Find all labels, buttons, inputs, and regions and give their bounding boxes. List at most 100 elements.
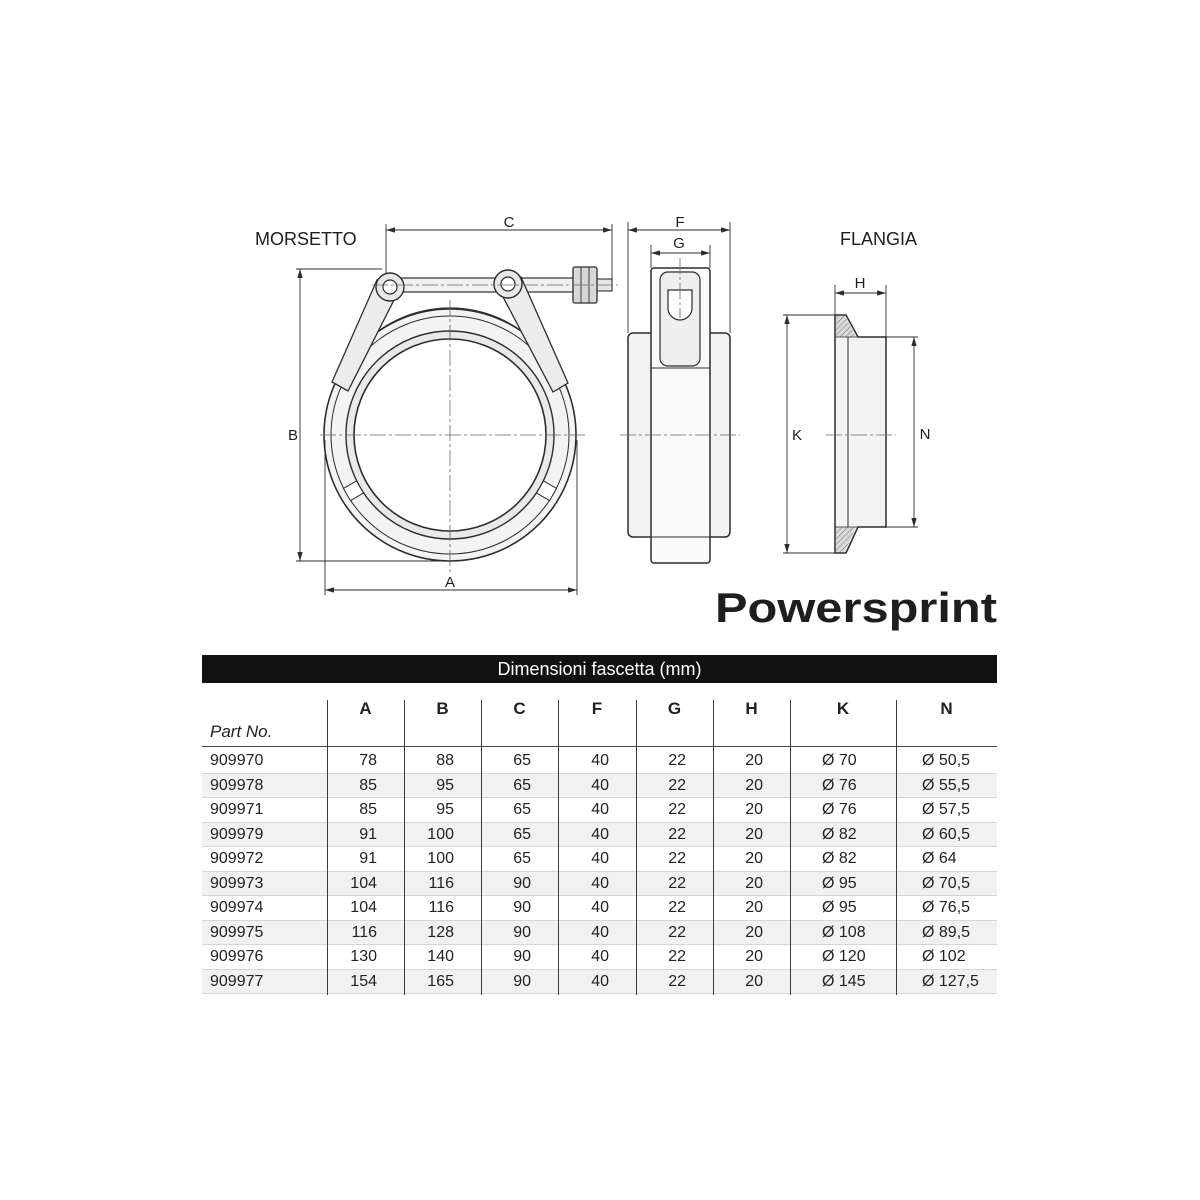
dimension-cell: 128 xyxy=(427,923,454,941)
dimension-cell: 104 xyxy=(350,899,377,916)
dimension-cell: 116 xyxy=(351,923,377,941)
dimension-cell: 104 xyxy=(350,874,377,892)
dimension-cell: Ø 57,5 xyxy=(922,801,971,818)
dimension-cell: Ø 82 xyxy=(822,850,857,867)
table-title: Dimensioni fascetta (mm) xyxy=(202,655,997,683)
dimension-cell: 20 xyxy=(745,850,763,867)
column-header-g: G xyxy=(667,699,682,718)
column-separator xyxy=(558,700,559,995)
column-header-k: K xyxy=(836,699,850,718)
dimension-cell: 22 xyxy=(668,825,686,843)
dimension-cell: 20 xyxy=(745,801,763,818)
dimension-cell: 22 xyxy=(668,874,686,892)
dimension-c-label: C xyxy=(504,214,515,231)
dimension-cell: 20 xyxy=(745,899,763,916)
clamp-view-title: MORSETTO xyxy=(255,229,357,249)
dimension-cell: 100 xyxy=(427,825,454,843)
dimension-cell: 20 xyxy=(745,948,763,965)
dimension-cell: 40 xyxy=(591,948,609,965)
dimension-cell: Ø 120 xyxy=(822,948,866,965)
dimension-cell: Ø 102 xyxy=(922,948,966,965)
dimension-cell: 20 xyxy=(745,874,763,892)
flange-dimensions xyxy=(783,285,918,554)
dimension-cell: Ø 50,5 xyxy=(922,752,971,769)
dimension-cell: 20 xyxy=(745,776,763,794)
clamp-dimensions xyxy=(296,224,613,595)
dimension-cell: 95 xyxy=(436,776,454,794)
dimension-cell: 90 xyxy=(513,899,531,916)
dimension-cell: 40 xyxy=(591,923,609,941)
dimension-cell: 90 xyxy=(513,874,531,892)
band-notch-right xyxy=(535,480,558,502)
dimension-cell: Ø 95 xyxy=(822,899,857,916)
clamp-front-view xyxy=(323,266,613,562)
dimension-cell: 65 xyxy=(513,825,531,843)
dimension-cell: 20 xyxy=(745,923,763,941)
dimension-cell: 100 xyxy=(427,850,454,867)
part-no-header: Part No. xyxy=(210,722,273,741)
dimension-cell: 20 xyxy=(745,972,763,990)
flange-profile xyxy=(834,314,887,554)
part-number-cell: 909972 xyxy=(210,850,264,867)
dimension-cell: 22 xyxy=(668,752,686,769)
part-number-cell: 909978 xyxy=(210,776,264,794)
column-separator xyxy=(896,700,897,995)
dimension-cell: 91 xyxy=(359,825,377,843)
dimension-f-label: F xyxy=(675,214,684,231)
dimension-k-label: K xyxy=(792,427,802,444)
dimension-cell: 22 xyxy=(668,972,686,990)
dimension-h-label: H xyxy=(855,275,866,292)
dimension-cell: Ø 89,5 xyxy=(922,923,971,941)
dimension-g-label: G xyxy=(673,235,685,252)
dimension-cell: 90 xyxy=(513,948,531,965)
part-number-cell: 909975 xyxy=(210,923,264,941)
dimension-cell: Ø 95 xyxy=(822,874,857,892)
dimension-cell: 40 xyxy=(591,874,609,892)
dimension-n-label: N xyxy=(920,426,931,443)
flange-lip-section-top xyxy=(836,316,856,337)
column-separator xyxy=(636,700,637,995)
dimension-cell: Ø 64 xyxy=(922,850,957,867)
dimension-cell: Ø 70,5 xyxy=(922,874,971,892)
technical-drawing: MORSETTO FLANGIA xyxy=(255,214,997,631)
dimensions-table: Dimensioni fascetta (mm) Part No. A B C … xyxy=(202,655,997,995)
dimension-b-label: B xyxy=(288,427,298,444)
dimension-cell: Ø 60,5 xyxy=(922,825,971,843)
dimension-cell: 88 xyxy=(436,752,454,769)
column-header-b: B xyxy=(436,699,449,718)
part-number-cell: 909974 xyxy=(210,899,264,916)
part-number-cell: 909976 xyxy=(210,948,264,965)
clamp-center-lines xyxy=(320,284,618,575)
dimension-cell: 40 xyxy=(591,899,609,916)
dimension-cell: 78 xyxy=(359,752,377,769)
flange-view-title: FLANGIA xyxy=(840,229,917,249)
table-header-row: Part No. A B C F G H K N xyxy=(202,683,997,747)
dimension-cell: 40 xyxy=(591,752,609,769)
column-header-f: F xyxy=(591,699,603,718)
dimension-cell: 130 xyxy=(350,948,377,965)
dimension-cell: Ø 76 xyxy=(822,776,857,794)
column-header-c: C xyxy=(513,699,526,718)
dimension-cell: Ø 55,5 xyxy=(922,776,971,794)
dimension-cell: 154 xyxy=(350,972,377,990)
dimension-cell: Ø 76 xyxy=(822,801,857,818)
dimension-a-label: A xyxy=(445,574,455,591)
dimension-cell: Ø 108 xyxy=(822,923,866,941)
dimension-cell: 22 xyxy=(668,899,686,916)
dimension-cell: 90 xyxy=(513,923,531,941)
dimension-cell: 65 xyxy=(513,801,531,818)
dimension-cell: 22 xyxy=(668,850,686,867)
dimension-cell: 22 xyxy=(668,801,686,818)
dimension-cell: Ø 76,5 xyxy=(922,899,971,916)
dimension-cell: Ø 70 xyxy=(822,752,857,769)
